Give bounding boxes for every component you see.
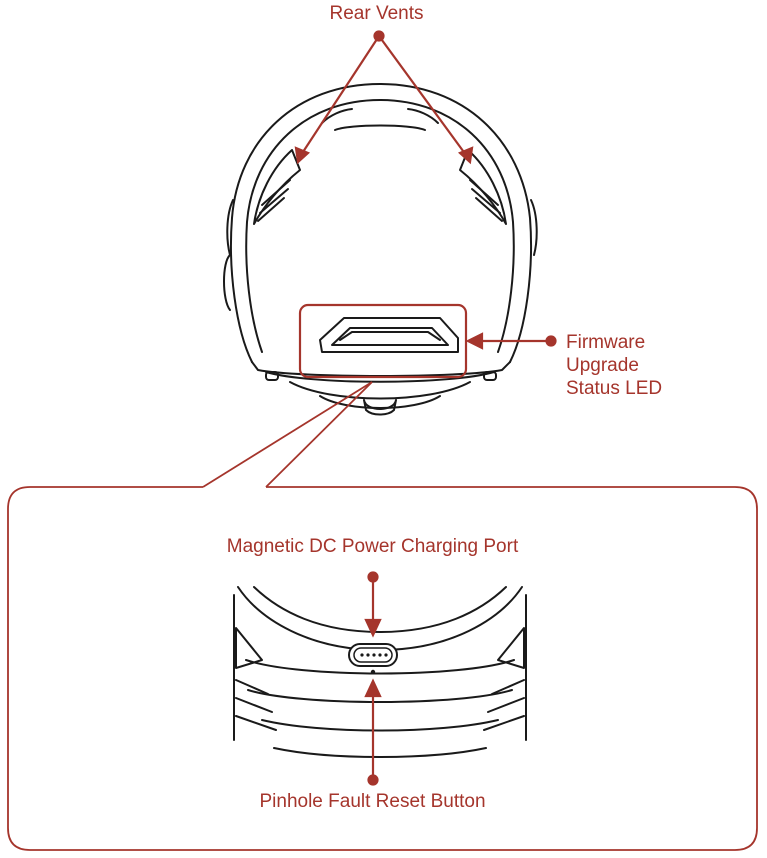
pinhole-reset-button: [370, 669, 376, 675]
rear-vents-label: Rear Vents: [329, 3, 424, 24]
closeup-helmet-bottom: [233, 586, 527, 758]
charging-port-pins: [360, 653, 388, 657]
helmet-right-side-panel: [530, 199, 538, 256]
rear-vent-right-arrowhead: [457, 146, 474, 165]
reset-button-pointer: [364, 678, 382, 786]
closeup-left-wing-lines: [235, 679, 277, 731]
left-rear-vent: [253, 149, 301, 225]
helmet-top-spoiler: [334, 124, 426, 131]
helmet-shell-outline: [229, 83, 533, 363]
charging-port-pointer: [364, 571, 382, 638]
closeup-arc-2: [253, 586, 507, 633]
helmet-shell-inner: [245, 99, 515, 353]
charging-port-label: Magnetic DC Power Charging Port: [226, 536, 519, 557]
helmet-bottom-latch: [363, 399, 397, 416]
closeup-band-mid: [247, 689, 513, 703]
charging-port: [348, 643, 398, 667]
zoom-connector: [202, 381, 373, 488]
rear-vents-pointer: [294, 30, 474, 165]
firmware-led-label-line-2: Upgrade: [566, 355, 639, 376]
closeup-band-low: [261, 719, 499, 732]
helmet-rear-view: [223, 83, 538, 416]
firmware-led-arrowhead: [465, 332, 484, 350]
firmware-led-label-line-1: Firmware: [566, 332, 646, 353]
firmware-led-pointer: [465, 332, 557, 350]
helmet-left-clip: [265, 371, 279, 381]
closeup-band-bottom: [273, 747, 487, 758]
helmet-left-side-module: [223, 254, 231, 311]
reset-button-arrowhead: [364, 678, 382, 698]
helmet-collar-bottom: [289, 381, 471, 400]
closeup-right-wing: [497, 627, 525, 669]
helmet-collar-top: [265, 371, 495, 383]
rear-vent-left-arrowhead: [294, 146, 311, 165]
closeup-right-wing-lines: [483, 679, 525, 731]
detail-panel-frame: [7, 486, 758, 851]
led-highlight-box: [298, 303, 468, 379]
firmware-led-label-line-3: Status LED: [566, 378, 663, 399]
firmware-led-label: Firmware Upgrade Status LED: [566, 331, 756, 400]
helmet-lower-rim: [251, 361, 511, 377]
helmet-left-side-panel: [226, 199, 234, 256]
closeup-left-wing: [235, 627, 263, 669]
closeup-outer-arc: [237, 586, 523, 651]
helmet-right-clip: [483, 371, 497, 381]
closeup-band-top: [245, 659, 515, 675]
helmet-top-ridge-right: [407, 108, 439, 124]
charging-port-arrowhead: [364, 618, 382, 638]
led-module: [319, 317, 459, 353]
right-rear-vent: [459, 149, 507, 225]
reset-button-label: Pinhole Fault Reset Button: [259, 791, 486, 812]
